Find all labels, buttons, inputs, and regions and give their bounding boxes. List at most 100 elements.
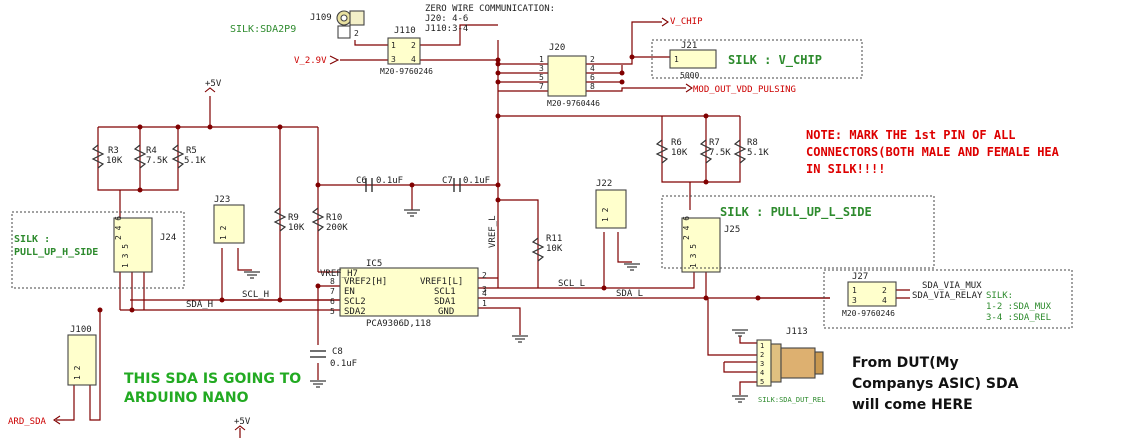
j21-pin: 1 — [674, 55, 679, 64]
j20-pin-5: 5 — [539, 73, 544, 82]
c8-ref: C8 — [332, 347, 343, 357]
r6-value: 10K — [671, 148, 688, 158]
ic5-pin-name-sda1: SDA1 — [434, 297, 456, 307]
net-v-chip: V_CHIP — [670, 17, 703, 27]
r10-ref: R10 — [326, 213, 342, 223]
j21-ref: J21 — [681, 41, 697, 51]
net-v-2p9v: V_2.9V — [294, 56, 327, 66]
j27-part: M20-9760246 — [842, 309, 895, 318]
green-note-line2: ARDUINO NANO — [124, 390, 249, 406]
r9-value: 10K — [288, 223, 305, 233]
silk-vchip-label: SILK : V_CHIP — [728, 53, 822, 68]
j25-pins-top: 2 4 6 — [682, 216, 691, 240]
j110-part: M20-9760246 — [380, 67, 433, 76]
j20-ref: J20 — [549, 43, 565, 53]
net-vref-l: VREF_L — [488, 215, 498, 248]
j27-pin-4: 4 — [882, 296, 887, 305]
r6-ref: R6 — [671, 138, 682, 148]
j20-pin-4: 4 — [590, 64, 595, 73]
j20-pin-3: 3 — [539, 64, 544, 73]
ic5-pin-name-vref1: VREF1[L] — [420, 277, 463, 287]
j24-ref: J24 — [160, 233, 176, 243]
net-sda-h: SDA_H — [186, 300, 213, 310]
r7-ref: R7 — [709, 138, 720, 148]
j113-pin-2: 2 — [760, 351, 764, 359]
j109-ref: J109 — [310, 13, 332, 23]
net-ard-sda: ARD_SDA — [8, 417, 47, 427]
red-note-line3: IN SILK!!!! — [806, 162, 885, 176]
j20-part: M20-9760446 — [547, 99, 600, 108]
j27-silk-line3: 3-4 :SDA_REL — [986, 313, 1051, 323]
net-sda-via-relay: SDA_VIA_RELAY — [912, 291, 983, 301]
ic5-pin-num-5: 5 — [330, 307, 335, 316]
j27-ref: J27 — [852, 272, 868, 282]
ic5-pin-name-scl2: SCL2 — [344, 297, 366, 307]
silk-sda-dut-rel: SILK:SDA_DUT_REL — [758, 396, 825, 404]
r11-value: 10K — [546, 244, 563, 254]
c8-value: 0.1uF — [330, 359, 357, 369]
resistor-symbols — [91, 139, 747, 262]
ic5-ref: IC5 — [366, 259, 382, 269]
j24-pins-bottom: 1 3 5 — [121, 244, 130, 268]
j113-pin-4: 4 — [760, 369, 764, 377]
ic5-pin-name-vref2: VREF2[H] — [344, 277, 387, 287]
c7-value: 0.1uF — [463, 176, 490, 186]
j24-pins-top: 2 4 6 — [114, 216, 123, 240]
j21-part: 5000 — [680, 71, 699, 80]
net-plus5v-top: +5V — [205, 79, 222, 89]
header-note-line3: J110:3-4 — [425, 24, 468, 34]
red-note-line2: CONNECTORS(BOTH MALE AND FEMALE HEA — [806, 145, 1060, 159]
ic5-pin-num-8: 8 — [330, 277, 335, 286]
j113-pin-3: 3 — [760, 360, 764, 368]
j110-pin-2: 2 — [411, 41, 416, 50]
net-plus5v-bottom: +5V — [234, 417, 251, 427]
j23-pins: 1 2 — [219, 225, 228, 240]
silk-sda2p9: SILK:SDA2P9 — [230, 24, 296, 35]
r5-ref: R5 — [186, 146, 197, 156]
j20-pin-2: 2 — [590, 55, 595, 64]
r8-ref: R8 — [747, 138, 758, 148]
j110-pin-3: 3 — [391, 55, 396, 64]
j20-pin-8: 8 — [590, 82, 595, 91]
header-note-line2: J20: 4-6 — [425, 14, 468, 24]
r3-value: 10K — [106, 156, 123, 166]
header-note-line1: ZERO WIRE COMMUNICATION: — [425, 4, 555, 14]
j23-ref: J23 — [214, 195, 230, 205]
silk-pull-up-l-label: SILK : PULL_UP_L_SIDE — [720, 205, 872, 220]
c7-ref: C7 — [442, 176, 453, 186]
j113-ref: J113 — [786, 327, 808, 337]
green-note-line1: THIS SDA IS GOING TO — [124, 371, 301, 387]
j20-pin-6: 6 — [590, 73, 595, 82]
ic5-pin-name-en: EN — [344, 287, 355, 297]
net-vref-h7: VREF_H7 — [320, 269, 358, 279]
r11-ref: R11 — [546, 234, 562, 244]
c6-value: 0.1uF — [376, 176, 403, 186]
net-arrows — [53, 17, 693, 431]
r10-value: 200K — [326, 223, 348, 233]
r4-ref: R4 — [146, 146, 157, 156]
ic5-pin-num-6: 6 — [330, 297, 335, 306]
black-note-line2: Companys ASIC) SDA — [852, 376, 1019, 392]
ic5-pin-num-2: 2 — [482, 271, 487, 280]
j27-pin-1: 1 — [852, 286, 857, 295]
silk-pull-up-h-line1: SILK : — [14, 234, 50, 245]
ic5-pin-num-4: 4 — [482, 289, 487, 298]
r9-ref: R9 — [288, 213, 299, 223]
j22-pins: 1 2 — [601, 207, 610, 222]
capacitor-symbols — [310, 178, 461, 358]
j110-pin-1: 1 — [391, 41, 396, 50]
net-sda-l: SDA_L — [616, 289, 643, 299]
junctions — [97, 54, 761, 313]
j22-ref: J22 — [596, 179, 612, 189]
j110-pin-4: 4 — [411, 55, 416, 64]
j113-pin-5: 5 — [760, 378, 764, 386]
net-scl-l: SCL_L — [558, 279, 585, 289]
r8-value: 5.1K — [747, 148, 769, 158]
j110-ref: J110 — [394, 26, 416, 36]
ic5-pin-name-sda2: SDA2 — [344, 307, 366, 317]
ic5-pin-name-scl1: SCL1 — [434, 287, 456, 297]
j100-pins: 1 2 — [73, 365, 82, 380]
silk-pull-up-h-line2: PULL_UP_H_SIDE — [14, 247, 98, 258]
